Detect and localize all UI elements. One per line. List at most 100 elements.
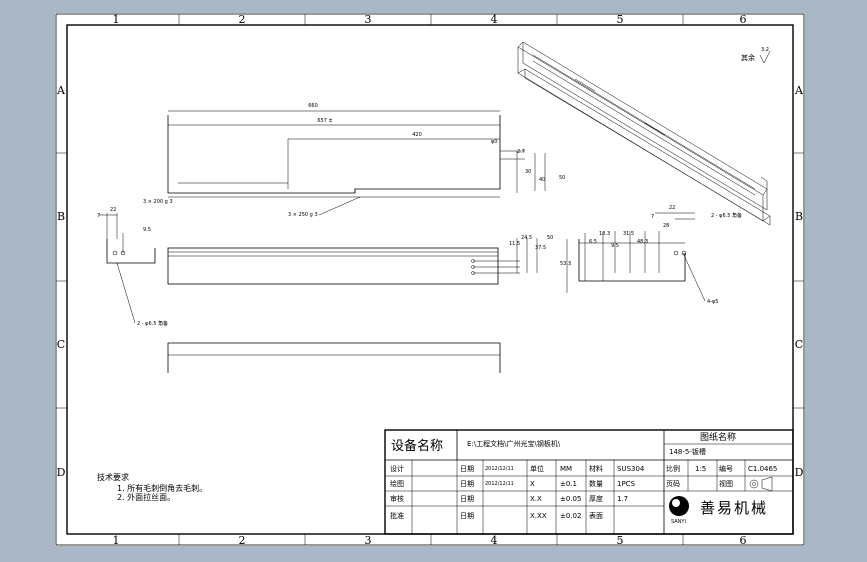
dim-phi: φ0 <box>491 139 497 145</box>
title-row-3: 审核 日期 X.X ±0.05 厚度 1.7 <box>390 494 628 503</box>
drawing-sheet: 1 2 3 4 5 6 1 2 3 4 5 6 A B C D A B C D … <box>55 13 805 547</box>
row3-mat: 1.7 <box>617 495 628 503</box>
row1-date-label: 日期 <box>460 465 474 473</box>
dim-40: 40 <box>539 177 545 183</box>
notes-line-2: 2. 外面拉丝面。 <box>117 492 175 502</box>
row3-role: 审核 <box>390 494 404 503</box>
dim-right-v2: 18.3 <box>599 231 610 237</box>
drawing-name-label: 图纸名称 <box>700 431 736 443</box>
dim-left-holes: 2 - φ6.5 角备 <box>137 320 168 327</box>
roughness-symbol: 其余 3.2 <box>741 47 771 64</box>
dim-left-22: 22 <box>110 207 116 213</box>
row3-mat-label: 厚度 <box>589 494 603 503</box>
zone-bottom-5: 5 <box>617 534 624 546</box>
zone-right-C: C <box>795 338 803 351</box>
dim-right-v3: 9.5 <box>611 243 619 249</box>
row2-unit: ±0.1 <box>560 480 577 488</box>
file-path: E:\工程文档\广州光宝\钢板机\ <box>467 439 561 448</box>
zone-right-D: D <box>795 466 804 479</box>
code-value: C1.0465 <box>748 465 777 473</box>
row1-mat-label: 材料 <box>589 464 603 473</box>
dim-30: 30 <box>525 169 531 175</box>
dim-left-7: 7 <box>97 213 100 219</box>
zone-top-4: 4 <box>491 13 498 26</box>
zone-top-5: 5 <box>617 13 624 26</box>
top-view <box>167 110 546 198</box>
row2-mat-label: 数量 <box>589 479 603 488</box>
dim-420: 420 <box>412 132 422 138</box>
title-block <box>384 429 794 535</box>
row1-role: 设计 <box>390 464 404 473</box>
dim-right-v6: 53.3 <box>560 261 571 267</box>
dim-657: 657 ± <box>317 118 332 124</box>
company-name: 善易机械 <box>700 499 768 517</box>
zone-top-6: 6 <box>740 13 747 26</box>
row1-mat: SUS304 <box>617 465 645 473</box>
scale-label: 比例 <box>666 464 680 473</box>
company-logo-sub: SANYI <box>671 519 686 525</box>
zone-bottom-2: 2 <box>239 534 246 546</box>
dim-24-5: 24.5 <box>521 235 532 241</box>
zone-bottom-4: 4 <box>491 534 498 546</box>
dim-right-22: 22 <box>669 205 675 211</box>
drawing-name: 148-5-钣槽 <box>669 447 706 456</box>
dim-left-9-5: 9.5 <box>143 227 151 233</box>
row2-role: 绘图 <box>390 479 404 488</box>
dim-right-v4: 31.5 <box>623 231 634 237</box>
outer-border <box>55 13 805 546</box>
leader-slot-mid <box>318 196 361 216</box>
roughness-label: 其余 <box>741 53 755 62</box>
row3-unit: ±0.05 <box>560 495 581 503</box>
drawing-canvas: 1 2 3 4 5 6 1 2 3 4 5 6 A B C D A B C D … <box>55 13 805 547</box>
view-label: 视图 <box>719 479 733 488</box>
row1-unit-label: 单位 <box>530 464 544 473</box>
zone-top-2: 2 <box>239 13 246 26</box>
device-name-label: 设备名称 <box>391 438 443 454</box>
row2-date-label: 日期 <box>460 480 474 488</box>
dim-right-28: 28 <box>663 223 669 229</box>
zone-bottom-6: 6 <box>740 534 747 546</box>
dim-mid-50: 50 <box>547 235 553 241</box>
row2-date: 2012/12/11 <box>485 481 514 487</box>
row1-unit: MM <box>560 465 572 473</box>
right-end-view <box>566 212 706 302</box>
dim-27: 2.7 <box>517 149 525 155</box>
projection-icon <box>749 476 773 492</box>
dim-50: 50 <box>559 175 565 181</box>
zone-left-C: C <box>57 338 65 351</box>
zone-ticks <box>56 14 804 545</box>
title-row-2: 绘图 日期 2012/12/11 X ±0.1 数量 1PCS <box>390 479 636 488</box>
dim-11-5: 11.5 <box>509 241 520 247</box>
row4-date-label: 日期 <box>460 512 474 520</box>
notes-heading: 技术要求 <box>97 472 129 482</box>
code-label: 编号 <box>719 464 733 473</box>
dim-right-7: 7 <box>651 214 654 220</box>
company-logo: SANYI <box>669 496 689 525</box>
dim-right-holes: 2 - φ6.5 角备 <box>711 212 742 219</box>
row4-mat-label: 表面 <box>589 511 603 520</box>
dim-right-v5: 48.3 <box>637 239 648 245</box>
zone-top-1: 1 <box>113 13 120 26</box>
page-label: 页码 <box>666 480 680 488</box>
zone-right-B: B <box>795 210 803 223</box>
notes-line-1: 1. 所有毛刺倒角去毛刺。 <box>117 483 207 493</box>
zone-right-A: A <box>794 84 804 97</box>
dim-slot-left: 3 × 200 g 3 <box>143 199 173 205</box>
title-row-1: 设计 日期 2012/12/11 单位 MM 材料 SUS304 <box>390 464 645 473</box>
zone-bottom-1: 1 <box>113 534 120 546</box>
row1-date: 2012/12/11 <box>485 466 514 472</box>
row3-unit-label: X.X <box>530 495 542 503</box>
dim-slot-mid: 3 × 250 g 3 <box>288 212 318 218</box>
bottom-view <box>167 342 501 373</box>
row4-unit-label: X.XX <box>530 512 547 520</box>
zone-left-A: A <box>56 84 66 97</box>
scale-value: 1:5 <box>695 465 706 473</box>
isometric-view <box>517 41 771 226</box>
front-view <box>167 238 538 285</box>
title-row-4: 批准 日期 X.XX ±0.02 表面 <box>390 511 603 520</box>
row4-role: 批准 <box>390 511 404 520</box>
row2-unit-label: X <box>530 480 535 488</box>
dim-37-5: 37.5 <box>535 245 546 251</box>
row2-mat: 1PCS <box>617 480 636 488</box>
dim-660: 660 <box>308 103 318 109</box>
